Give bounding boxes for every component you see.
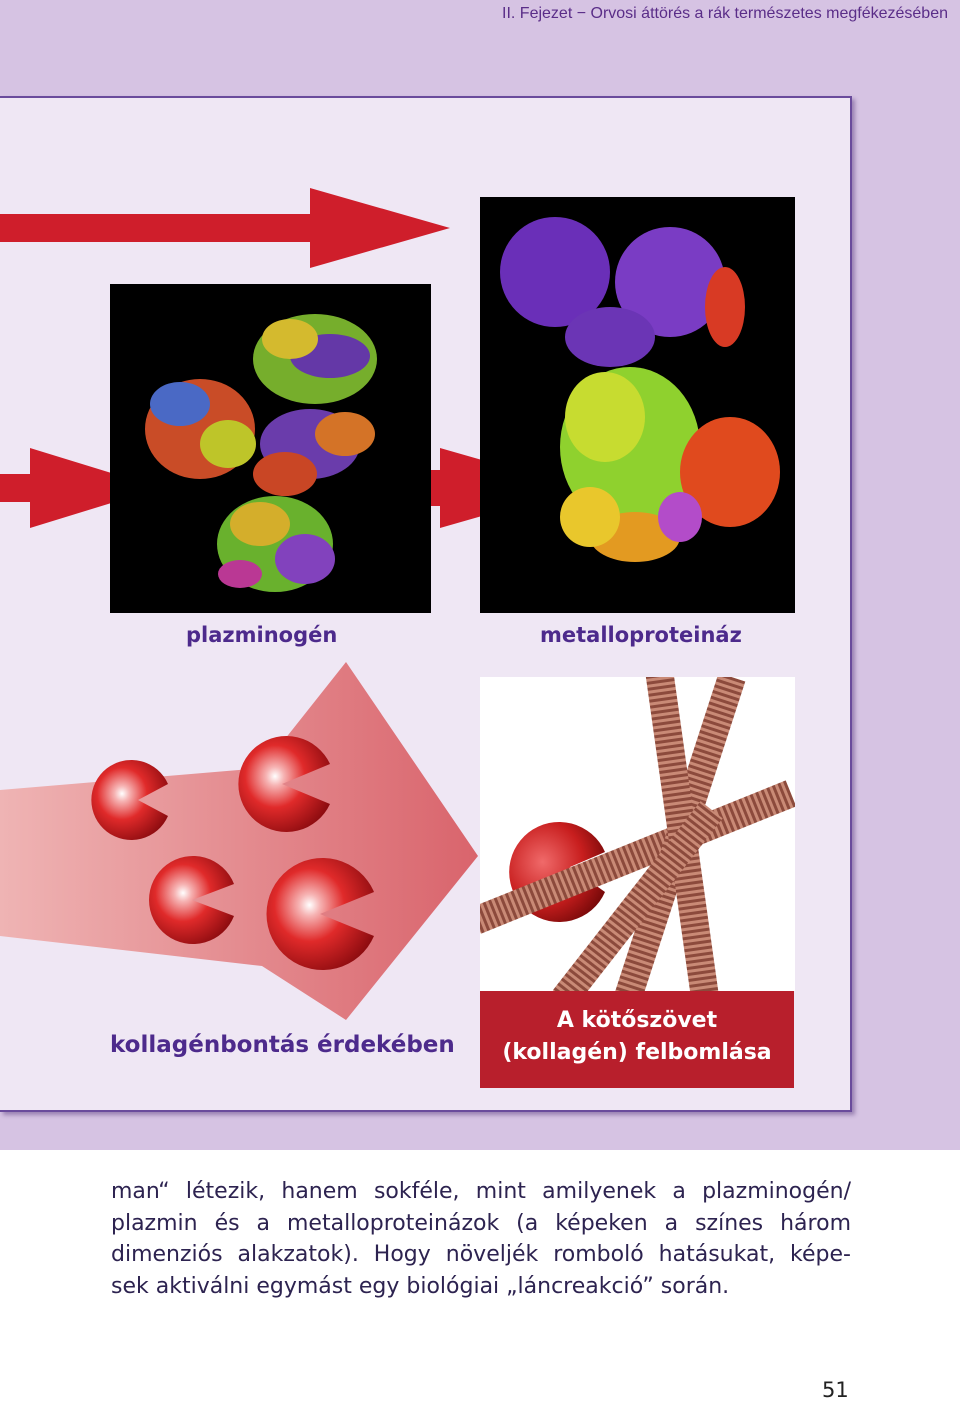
body-paragraph: man“ létezik, hanem sokféle, mint amilye… — [111, 1176, 851, 1302]
big-pink-arrow — [0, 662, 478, 1020]
caption-kollagenbontas: kollagénbontás érdekében — [110, 1032, 455, 1058]
box-line-2: (kollagén) felbomlása — [480, 1037, 794, 1069]
metalloproteinaz-structure-image — [480, 197, 795, 613]
body-line: plazmin és a metalloproteinázok (a képek… — [111, 1208, 851, 1240]
box-line-1: A kötőszövet — [480, 1005, 794, 1037]
collagen-breakdown-label-box: A kötőszövet (kollagén) felbomlása — [480, 991, 794, 1088]
body-line: man“ létezik, hanem sokféle, mint amilye… — [111, 1176, 851, 1208]
caption-metalloproteinaz: metalloproteináz — [540, 623, 742, 647]
plazminogen-structure-image — [110, 284, 431, 613]
top-red-arrow — [0, 188, 450, 268]
body-line: dimenziós alakzatok). Hogy növeljék romb… — [111, 1239, 851, 1271]
chapter-header: II. Fejezet − Orvosi áttörés a rák termé… — [0, 5, 948, 23]
page-number: 51 — [822, 1378, 849, 1402]
caption-plazminogen: plazminogén — [186, 623, 337, 647]
collagen-breakdown-image — [480, 677, 795, 991]
body-line: sek aktiválni egymást egy biológiai „lán… — [111, 1271, 851, 1303]
